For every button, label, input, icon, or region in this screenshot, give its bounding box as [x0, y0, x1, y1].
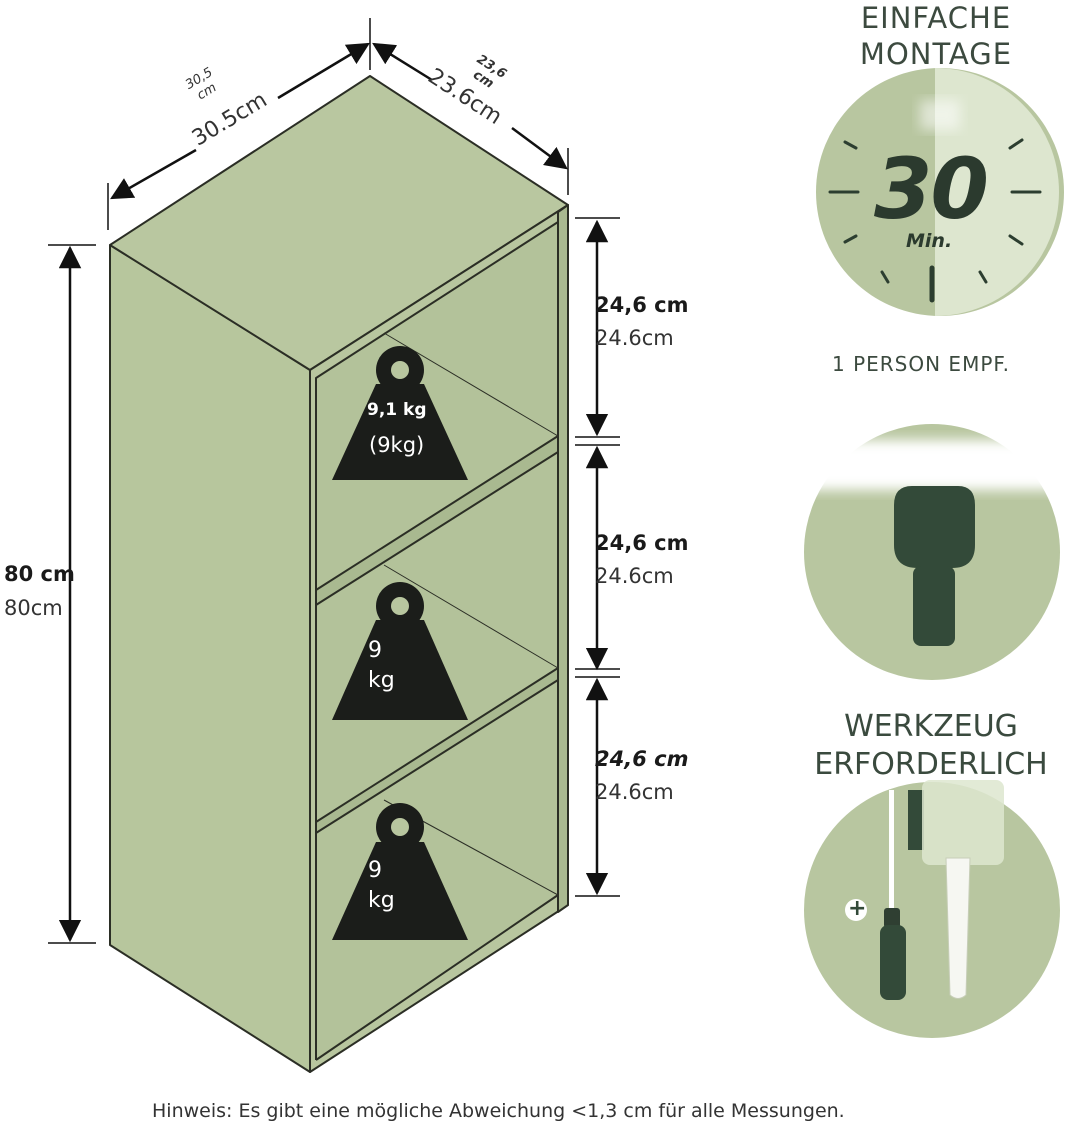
cabinet-side-panel	[109, 244, 311, 1073]
assembly-minutes-unit: Min.	[906, 230, 953, 252]
compartment-1-height: 24.6cm	[595, 326, 674, 350]
dimension-lines	[48, 18, 620, 944]
weight-icon	[332, 346, 468, 480]
clock-badge	[816, 68, 1064, 316]
assembly-minutes: 30	[874, 140, 989, 238]
weight-icon	[332, 803, 468, 940]
screwdriver-tool-icon	[880, 790, 906, 1000]
assembly-title-line2: MONTAGE	[859, 37, 1013, 71]
shelf-cabinet	[109, 75, 569, 1073]
weight-3-unit: kg	[368, 888, 395, 913]
weight-2-unit: kg	[368, 668, 395, 693]
tools-badge	[804, 780, 1060, 1038]
measurement-note: Hinweis: Es gibt eine mögliche Abweichun…	[152, 1100, 845, 1122]
weight-1-alt: (9kg)	[369, 433, 425, 457]
screwdriver-icon	[894, 486, 975, 646]
height-label: 80cm	[4, 596, 63, 620]
plus-symbol: +	[848, 896, 867, 921]
assembly-title: EINFACHE MONTAGE	[820, 0, 1052, 72]
compartment-3-height-bold: 24,6 cm	[595, 747, 689, 771]
weight-3-value: 9	[368, 858, 382, 883]
assembly-title-line1: EINFACHE	[860, 1, 1012, 35]
compartment-3-height: 24.6cm	[595, 780, 674, 804]
compartment-1-height-bold: 24,6 cm	[595, 293, 689, 317]
hammer-icon	[908, 780, 1004, 999]
weight-2-value: 9	[368, 638, 382, 663]
tools-title: WERKZEUG ERFORDERLICH	[800, 708, 1062, 784]
tools-title-line1: WERKZEUG	[844, 709, 1018, 744]
weight-icon	[332, 582, 468, 720]
compartment-2-height-bold: 24,6 cm	[595, 531, 689, 555]
height-label-bold: 80 cm	[4, 562, 75, 586]
assembly-persons: 1 PERSON EMPF.	[832, 352, 1011, 376]
tools-title-line2: ERFORDERLICH	[814, 747, 1048, 782]
weight-1-value: 9,1 kg	[367, 400, 427, 420]
plus-icon	[845, 899, 867, 921]
screwdriver-badge	[804, 424, 1060, 680]
compartment-2-height: 24.6cm	[595, 564, 674, 588]
